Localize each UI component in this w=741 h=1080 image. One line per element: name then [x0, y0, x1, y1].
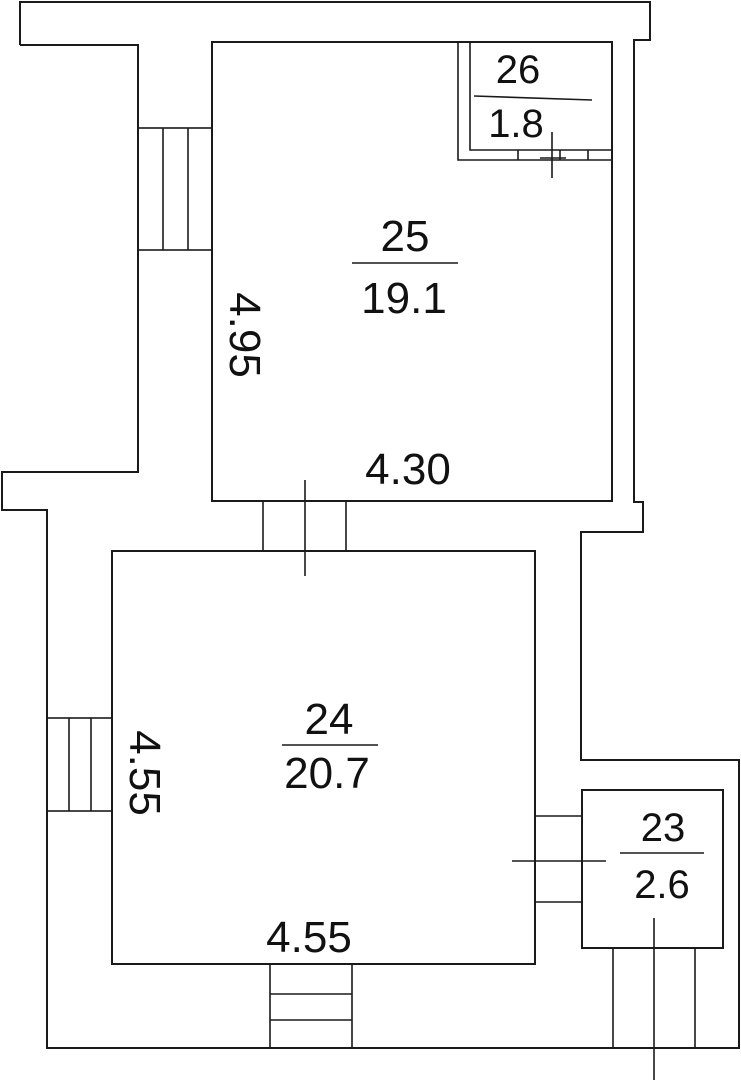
stair-lower-bottom	[269, 963, 353, 1049]
room-24-height-label: 4.55	[120, 730, 169, 816]
room-area: 1.8	[488, 102, 544, 146]
room-number: 26	[496, 48, 541, 92]
room-25-height-label: 4.95	[220, 292, 269, 378]
room-25-width-label: 4.30	[365, 445, 451, 494]
stair-upper-left	[137, 127, 213, 251]
stair-lower-right	[612, 918, 696, 1080]
stair-lower-left	[46, 717, 113, 812]
passage-24-23	[512, 815, 606, 903]
room-25-label: 25 19.1	[352, 212, 458, 323]
room-23-label: 23 2.6	[620, 806, 704, 907]
room-24-width-label: 4.55	[266, 913, 352, 962]
room-number: 25	[381, 212, 430, 261]
outer-walls	[1, 1, 740, 1049]
fraction-line	[473, 95, 593, 101]
room-25-walls	[211, 41, 613, 502]
room-number: 24	[305, 695, 354, 744]
room-area: 19.1	[361, 274, 447, 323]
room-24-label: 24 20.7	[282, 695, 378, 798]
passage-25-24	[262, 480, 347, 576]
room-area: 20.7	[284, 749, 370, 798]
room-26-label: 26 1.8	[473, 48, 593, 146]
room-area: 2.6	[634, 863, 690, 907]
room-23-walls	[581, 789, 724, 949]
room-26-walls	[457, 42, 612, 178]
room-number: 23	[641, 806, 686, 850]
